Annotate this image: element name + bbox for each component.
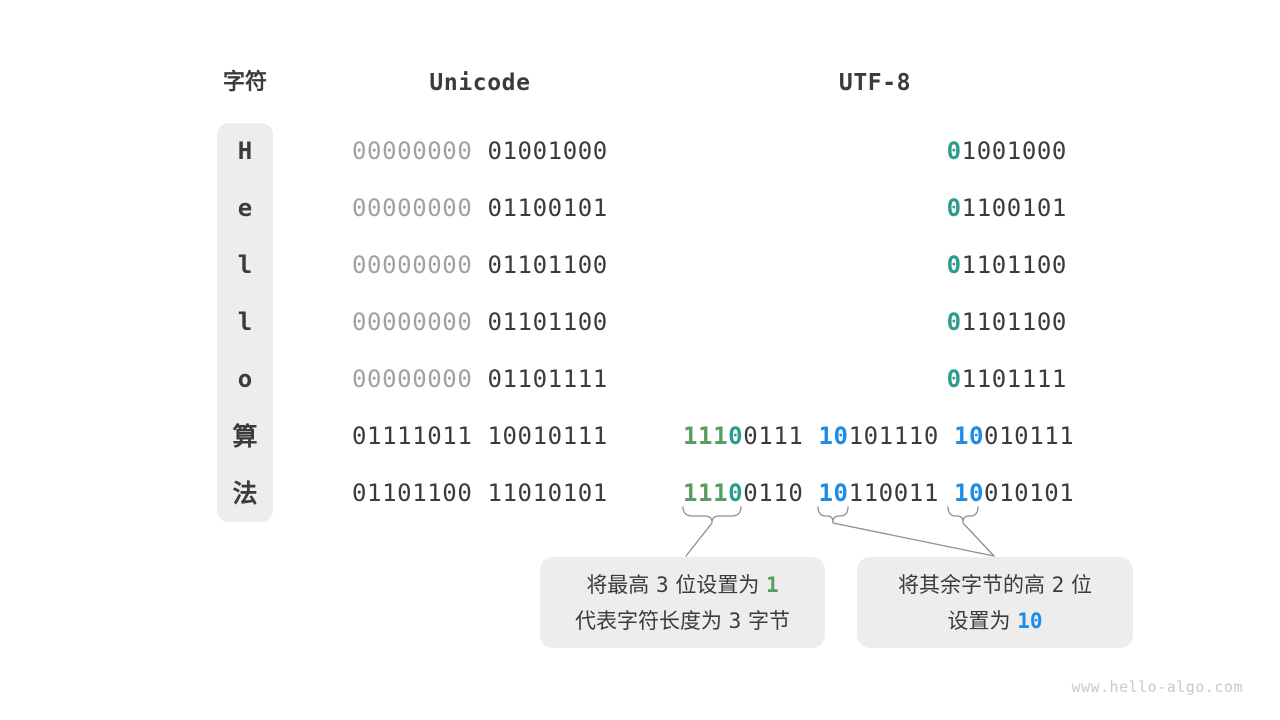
column-header-character: 字符 xyxy=(222,70,267,95)
callout-text-line: 将最高 3 位设置为 1 xyxy=(586,567,778,603)
text-segment: 将其余字节的高 xyxy=(897,572,1052,597)
text-segment: 01111011 10010111 xyxy=(352,422,608,450)
utf8-binary: 11100110 10110011 10010101 xyxy=(683,465,1074,522)
unicode-binary: 01101100 11010101 xyxy=(352,465,612,522)
text-segment: 00000000 xyxy=(352,365,488,393)
text-segment: 位设置为 xyxy=(668,572,767,597)
text-segment: 0 xyxy=(946,137,962,165)
text-segment: 111 xyxy=(683,479,729,507)
text-segment: 10 xyxy=(1017,608,1043,633)
text-segment: 10 xyxy=(953,479,985,507)
text-segment: 00000000 xyxy=(352,194,488,222)
column-header-unicode: Unicode xyxy=(429,70,531,96)
text-segment: 将最高 xyxy=(586,572,656,597)
pointer-line-leading-byte xyxy=(685,522,713,557)
text-segment: 设置为 xyxy=(947,608,1018,633)
utf8-binary: 01101100 xyxy=(683,237,1067,294)
text-segment: 0111 xyxy=(743,422,819,450)
character-label: 算 xyxy=(232,422,258,451)
text-segment: 2 xyxy=(1051,572,1065,597)
text-segment: 0 xyxy=(946,194,962,222)
text-segment: 3 xyxy=(728,608,742,633)
column-header-utf8: UTF-8 xyxy=(838,70,912,96)
unicode-binary: 00000000 01101100 xyxy=(352,237,612,294)
callout-text-line: 将其余字节的高 2 位 xyxy=(898,567,1092,603)
text-segment: 1101100 xyxy=(961,308,1067,336)
unicode-binary: 00000000 01001000 xyxy=(352,123,612,180)
unicode-binary: 00000000 01101111 xyxy=(352,351,612,408)
utf8-binary: 01100101 xyxy=(683,180,1067,237)
text-segment: 01100101 xyxy=(487,194,608,222)
text-segment: 1100101 xyxy=(961,194,1067,222)
callout-text-line: 代表字符长度为 3 字节 xyxy=(575,603,790,639)
text-segment: 01001000 xyxy=(487,137,608,165)
text-segment: 10 xyxy=(818,422,849,450)
character-label: e xyxy=(237,194,253,222)
text-segment: 10 xyxy=(953,422,985,450)
unicode-binary: 01111011 10010111 xyxy=(352,408,612,465)
text-segment: 0110 xyxy=(743,479,819,507)
text-segment: 010101 xyxy=(984,479,1075,507)
pointer-line-continuation-2 xyxy=(962,522,995,557)
text-segment: 01101100 xyxy=(487,251,608,279)
character-label: l xyxy=(237,251,253,279)
character-column-panel xyxy=(217,123,273,522)
text-segment: 字节 xyxy=(741,608,791,633)
text-segment: 1 xyxy=(766,572,779,597)
text-segment: 101110 xyxy=(848,422,954,450)
text-segment: 位 xyxy=(1064,572,1093,597)
callout-text-line: 设置为 10 xyxy=(948,603,1043,639)
utf8-binary: 01001000 xyxy=(683,123,1067,180)
utf8-binary: 01101100 xyxy=(683,294,1067,351)
text-segment: 01101100 11010101 xyxy=(352,479,608,507)
unicode-binary: 00000000 01100101 xyxy=(352,180,612,237)
text-segment: 110011 xyxy=(848,479,954,507)
text-segment: 1001000 xyxy=(961,137,1067,165)
text-segment: 01101100 xyxy=(487,308,608,336)
pointer-line-continuation-1 xyxy=(832,522,995,557)
text-segment: 0 xyxy=(946,365,962,393)
character-label: l xyxy=(237,308,253,336)
text-segment: 1101111 xyxy=(961,365,1067,393)
text-segment: 代表字符长度为 xyxy=(574,608,729,633)
unicode-binary: 00000000 01101100 xyxy=(352,294,612,351)
utf8-binary: 11100111 10101110 10010111 xyxy=(683,408,1074,465)
text-segment: 111 xyxy=(683,422,729,450)
callout-continuation-byte: 将其余字节的高 2 位设置为 10 xyxy=(857,557,1133,648)
text-segment: 00000000 xyxy=(352,137,488,165)
text-segment: 01101111 xyxy=(487,365,608,393)
text-segment: 00000000 xyxy=(352,308,488,336)
watermark: www.hello-algo.com xyxy=(1071,678,1243,696)
utf8-binary: 01101111 xyxy=(683,351,1067,408)
text-segment: 0 xyxy=(728,422,744,450)
text-segment: 00000000 xyxy=(352,251,488,279)
text-segment: 0 xyxy=(946,251,962,279)
text-segment: 10 xyxy=(818,479,849,507)
character-label: 法 xyxy=(232,479,258,508)
text-segment: 010111 xyxy=(984,422,1075,450)
character-label: H xyxy=(237,137,253,165)
text-segment: 0 xyxy=(728,479,744,507)
text-segment: 1101100 xyxy=(961,251,1067,279)
text-segment: 3 xyxy=(656,572,669,597)
text-segment: 0 xyxy=(946,308,962,336)
character-label: o xyxy=(237,365,253,393)
